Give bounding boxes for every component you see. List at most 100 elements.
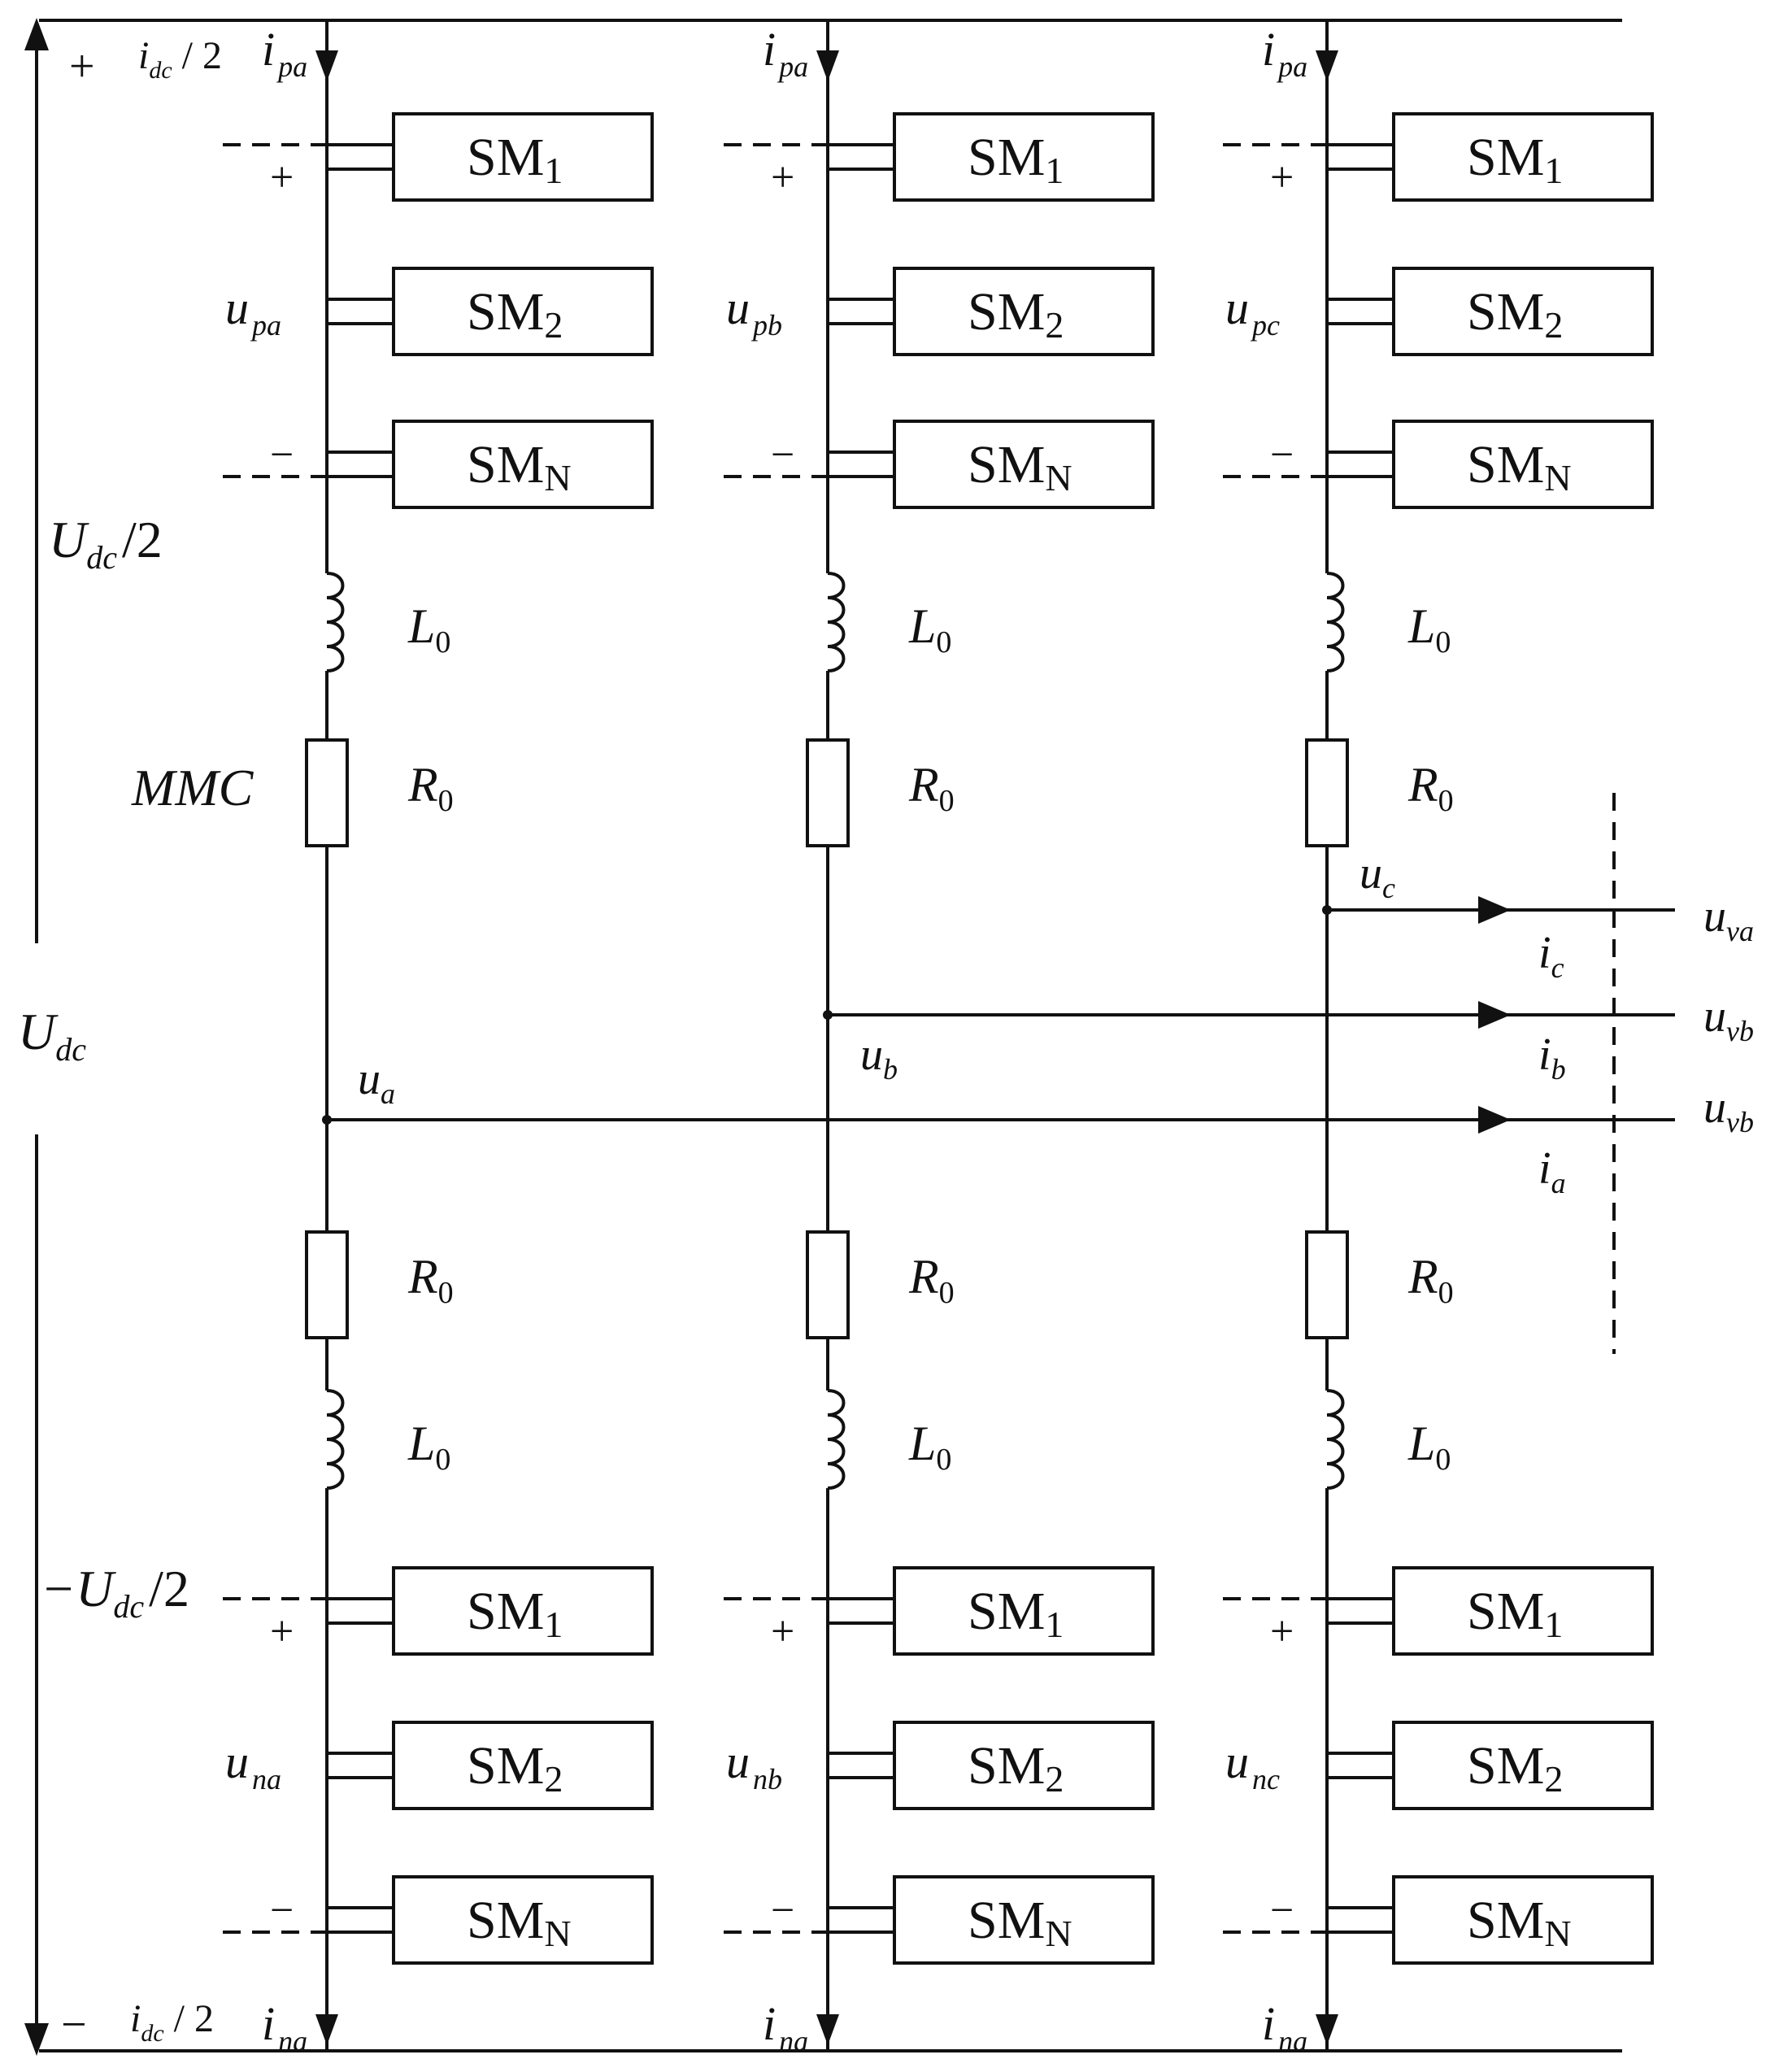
upper-inductor-label: L0 (407, 599, 450, 659)
svg-text:SMN: SMN (1467, 435, 1572, 498)
arm-voltage-plus: + (1270, 155, 1294, 201)
svg-text:SM2: SM2 (467, 1736, 563, 1800)
svg-text:SM2: SM2 (968, 1736, 1064, 1800)
junction-dot (823, 1010, 833, 1020)
svg-text:SM2: SM2 (1467, 282, 1563, 346)
lower-resistor-label: R0 (908, 1250, 955, 1310)
lower-inductor (326, 1389, 345, 1490)
lower-smn-box: SMN (893, 1875, 1155, 1965)
upper-sm2-box: SM2 (392, 267, 654, 356)
ua-label: ua (358, 1054, 395, 1110)
top-plus-sign: + (69, 41, 95, 92)
lower-resistor-label: R0 (1407, 1250, 1454, 1310)
svg-text:SMN: SMN (467, 1891, 572, 1954)
upper-inductor (827, 572, 846, 673)
upper-smn-box: SMN (392, 420, 654, 509)
lower-inductor (827, 1389, 846, 1490)
lower-smn-box: SMN (1392, 1875, 1654, 1965)
lower-sm1-box: SM1 (1392, 1566, 1654, 1656)
upper-resistor-label: R0 (908, 758, 955, 818)
arm-voltage-minus: − (771, 1887, 794, 1934)
idc-bottom-label: idc/ 2 (130, 1997, 214, 2047)
junction-dot (1322, 905, 1332, 915)
ub-label: ub (860, 1029, 898, 1086)
svg-text:SM1: SM1 (1467, 128, 1563, 191)
lower-smn-box: SMN (392, 1875, 654, 1965)
arm-voltage-plus: + (270, 155, 294, 201)
svg-text:SM1: SM1 (968, 128, 1064, 191)
idc-top-label: idc/ 2 (138, 34, 222, 84)
lower-sm2-box: SM2 (893, 1721, 1155, 1810)
ia-label: ia (1538, 1143, 1566, 1199)
arm-voltage-plus: + (270, 1608, 294, 1655)
uvb-label-2: uvb (1703, 1082, 1754, 1138)
upper-inductor (1326, 572, 1345, 673)
upper-resistor-label: R0 (1407, 758, 1454, 818)
svg-text:SMN: SMN (1467, 1891, 1572, 1954)
uva-label: uva (1703, 891, 1754, 947)
arm-current-arrow-top (1316, 50, 1338, 81)
lower-resistor (1305, 1230, 1349, 1339)
lower-inductor (1326, 1389, 1345, 1490)
arm-voltage-minus: − (270, 1887, 294, 1934)
svg-text:SM1: SM1 (968, 1582, 1064, 1645)
output-arrow-b (1478, 1001, 1511, 1029)
output-arrow-c (1478, 896, 1511, 924)
svg-text:SM2: SM2 (1467, 1736, 1563, 1800)
upper-sm1-box: SM1 (893, 112, 1155, 202)
neg-udc-half-label: −Udc/2 (41, 1560, 189, 1625)
junction-dot (322, 1115, 332, 1125)
lower-sm2-box: SM2 (392, 1721, 654, 1810)
upper-resistor (1305, 738, 1349, 847)
arm-current-arrow-bottom (816, 2014, 839, 2045)
upper-sm1-box: SM1 (1392, 112, 1654, 202)
svg-text:SM2: SM2 (467, 282, 563, 346)
upper-inductor-label: L0 (1407, 599, 1451, 659)
ic-label: ic (1538, 928, 1564, 984)
lower-inductor-label: L0 (407, 1417, 450, 1477)
lower-sm1-box: SM1 (893, 1566, 1155, 1656)
arm-current-arrow-bottom (315, 2014, 338, 2045)
arm-current-arrow-top (816, 50, 839, 81)
upper-inductor-label: L0 (908, 599, 951, 659)
arm-voltage-plus: + (771, 1608, 794, 1655)
arm-voltage-minus: − (1270, 432, 1294, 478)
svg-text:SMN: SMN (968, 1891, 1072, 1954)
lower-resistor (305, 1230, 349, 1339)
udc-arrow-head-top (24, 18, 49, 50)
lower-resistor-label: R0 (407, 1250, 454, 1310)
svg-text:SM1: SM1 (1467, 1582, 1563, 1645)
lower-resistor (806, 1230, 850, 1339)
arm-voltage-minus: − (270, 432, 294, 478)
lower-inductor-label: L0 (1407, 1417, 1451, 1477)
lower-sm2-box: SM2 (1392, 1721, 1654, 1810)
svg-text:SMN: SMN (467, 435, 572, 498)
lower-inductor-label: L0 (908, 1417, 951, 1477)
svg-text:SM2: SM2 (968, 282, 1064, 346)
ib-label: ib (1538, 1029, 1566, 1086)
upper-inductor (326, 572, 345, 673)
upper-smn-box: SMN (893, 420, 1155, 509)
udc-label: Udc (18, 1003, 86, 1068)
upper-resistor (806, 738, 850, 847)
upper-sm2-box: SM2 (893, 267, 1155, 356)
upper-sm2-box: SM2 (1392, 267, 1654, 356)
svg-text:SM1: SM1 (467, 1582, 563, 1645)
bottom-minus-sign: − (61, 2000, 87, 2050)
upper-smn-box: SMN (1392, 420, 1654, 509)
